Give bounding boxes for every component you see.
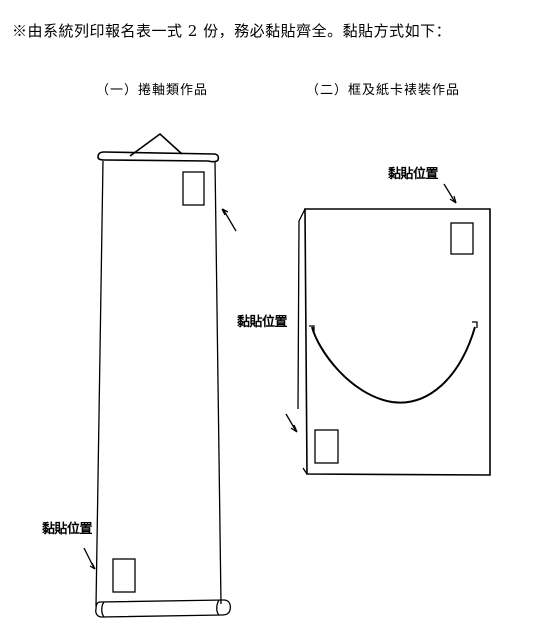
scroll-label-box-bottom (112, 558, 136, 593)
scroll-hanging-loop (129, 132, 183, 157)
caption-frame-works: （二）框及紙卡裱裝作品 (306, 83, 461, 98)
frame-label-box-top (450, 222, 474, 255)
frame-hanging-wire (311, 326, 476, 404)
arrow-to-frame-bottom-label (285, 413, 297, 432)
frame-back-edge (297, 208, 308, 475)
framed-card (285, 183, 491, 476)
frame-middle-label-text: 黏貼位置 (237, 315, 288, 330)
scroll-label-box-top (182, 171, 205, 206)
hanging-scroll (83, 132, 237, 618)
arrow-to-frame-top-label (443, 183, 456, 203)
frame-outline (304, 208, 491, 476)
scroll-bottom-label-text: 黏貼位置 (42, 522, 93, 537)
scroll-bottom-roller (95, 599, 231, 618)
scroll-top-rod (97, 151, 220, 163)
frame-top-label-text: 黏貼位置 (388, 167, 439, 182)
frame-label-box-bottom (314, 429, 339, 464)
arrow-to-top-label (222, 208, 237, 232)
instruction-text: ※由系統列印報名表一式 2 份，務必黏貼齊全。黏貼方式如下： (12, 22, 452, 40)
caption-scroll-works: （一）捲軸類作品 (96, 83, 209, 98)
scroll-body (95, 160, 222, 607)
